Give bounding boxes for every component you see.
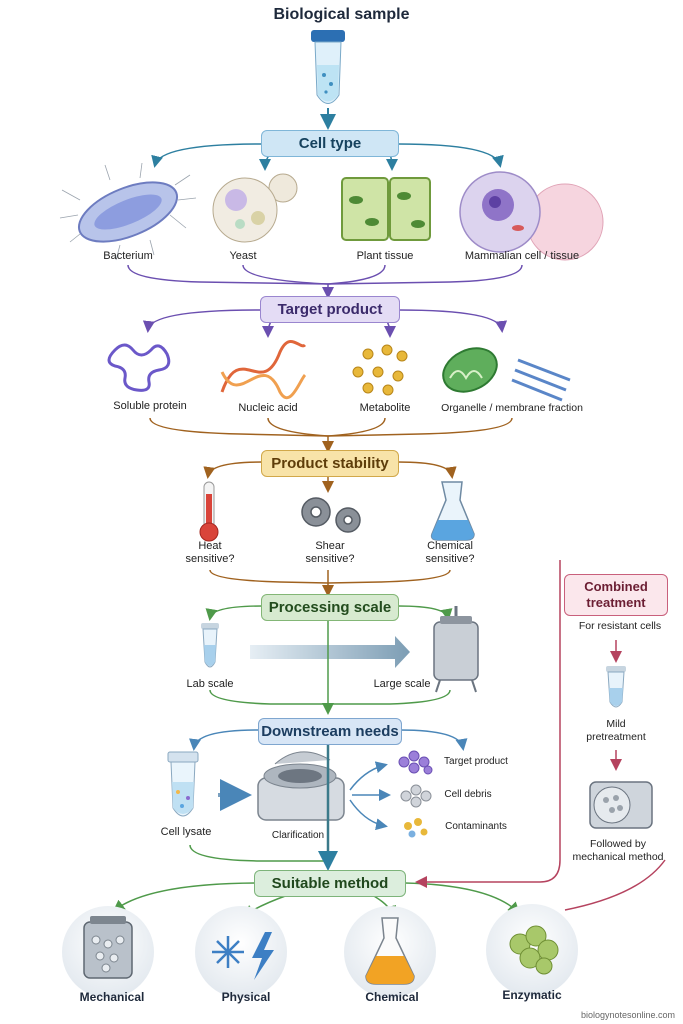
mild-pretreatment-tube-icon [606, 666, 626, 708]
nucleic-acid-icon [220, 339, 307, 400]
target-product-label: Soluble protein [113, 400, 187, 412]
cell-type-label: Plant tissue [356, 250, 414, 262]
followed-line2: mechanical method [572, 851, 664, 863]
thermometer-icon [199, 481, 219, 542]
followed-line1: Followed by [589, 838, 647, 850]
centrifuge-icon [257, 751, 345, 821]
target-product-cluster-icon [398, 750, 433, 775]
physical-method-icon [195, 906, 287, 998]
chemical-method-icon [344, 906, 436, 998]
method-label: Mechanical [79, 990, 145, 1004]
sample-tube-icon [311, 30, 345, 104]
heat-line1: Heat [198, 540, 222, 552]
mild-pretreatment-label: Mild pretreatment [586, 718, 646, 744]
combined-line1: Combined [584, 579, 648, 594]
lab-scale-label: Lab scale [186, 678, 234, 690]
stage-processing-scale: Processing scale [261, 594, 399, 621]
shear-line1: Shear [315, 540, 345, 552]
mild-line2: pretreatment [586, 731, 646, 743]
lysate-tube-icon [167, 751, 199, 817]
scale-arrow-icon [250, 636, 410, 668]
method-label: Physical [221, 990, 271, 1004]
organelle-icon [442, 347, 571, 402]
diagram-title: Biological sample [273, 6, 410, 23]
plant-tissue-icon [341, 177, 431, 241]
shear-line2: sensitive? [305, 553, 355, 565]
shear-sensitive-label: Shear sensitive? [306, 540, 355, 566]
metabolite-icon [352, 344, 408, 396]
stage-target-product: Target product [260, 296, 400, 323]
output-label: Target product [444, 756, 508, 767]
target-product-label: Nucleic acid [238, 402, 298, 414]
method-label: Chemical [365, 990, 419, 1004]
bioreactor-icon [433, 606, 479, 693]
bead-mill-icon [589, 781, 653, 829]
output-label: Cell debris [444, 789, 492, 800]
mechanical-method-icon [62, 906, 154, 998]
chemical-sensitive-label: Chemical sensitive? [426, 540, 475, 566]
cell-type-label: Yeast [229, 250, 257, 262]
stage-product-stability: Product stability [261, 450, 399, 477]
combined-line2: treatment [586, 595, 646, 610]
cell-type-label: Mammalian cell / tissue [464, 250, 580, 262]
method-label: Enzymatic [502, 988, 562, 1002]
stage-cell-type: Cell type [261, 130, 399, 157]
footer-credit: biologynotesonline.com [580, 1010, 675, 1020]
cell-type-label: Bacterium [103, 250, 153, 262]
target-product-label: Organelle / membrane fraction [441, 402, 583, 414]
mammalian-cell-icon [459, 171, 604, 261]
stage-downstream-needs: Downstream needs [258, 718, 402, 745]
soluble-protein-icon [107, 343, 171, 392]
target-product-label: Metabolite [359, 402, 411, 414]
followed-by-label: Followed by mechanical method [572, 838, 663, 864]
large-scale-label: Large scale [373, 678, 431, 690]
chemical-line1: Chemical [427, 540, 473, 552]
cell-lysate-label: Cell lysate [160, 826, 212, 838]
contaminants-icon [404, 818, 428, 838]
flask-icon [430, 481, 475, 541]
resistant-cells-label: For resistant cells [578, 620, 662, 632]
yeast-icon [212, 173, 298, 243]
clarification-label: Clarification [271, 830, 325, 841]
heat-sensitive-label: Heat sensitive? [186, 540, 235, 566]
mild-line1: Mild [606, 718, 626, 730]
lab-tube-icon [201, 623, 219, 668]
combined-treatment-box: Combined treatment [564, 574, 668, 616]
cell-debris-icon [400, 784, 432, 808]
bacterium-icon [59, 162, 197, 261]
heat-line2: sensitive? [185, 553, 235, 565]
stage-suitable-method: Suitable method [254, 870, 406, 897]
gears-icon [301, 497, 361, 533]
output-label: Contaminants [445, 821, 507, 832]
chemical-line2: sensitive? [425, 553, 475, 565]
enzymatic-method-icon [486, 904, 578, 996]
